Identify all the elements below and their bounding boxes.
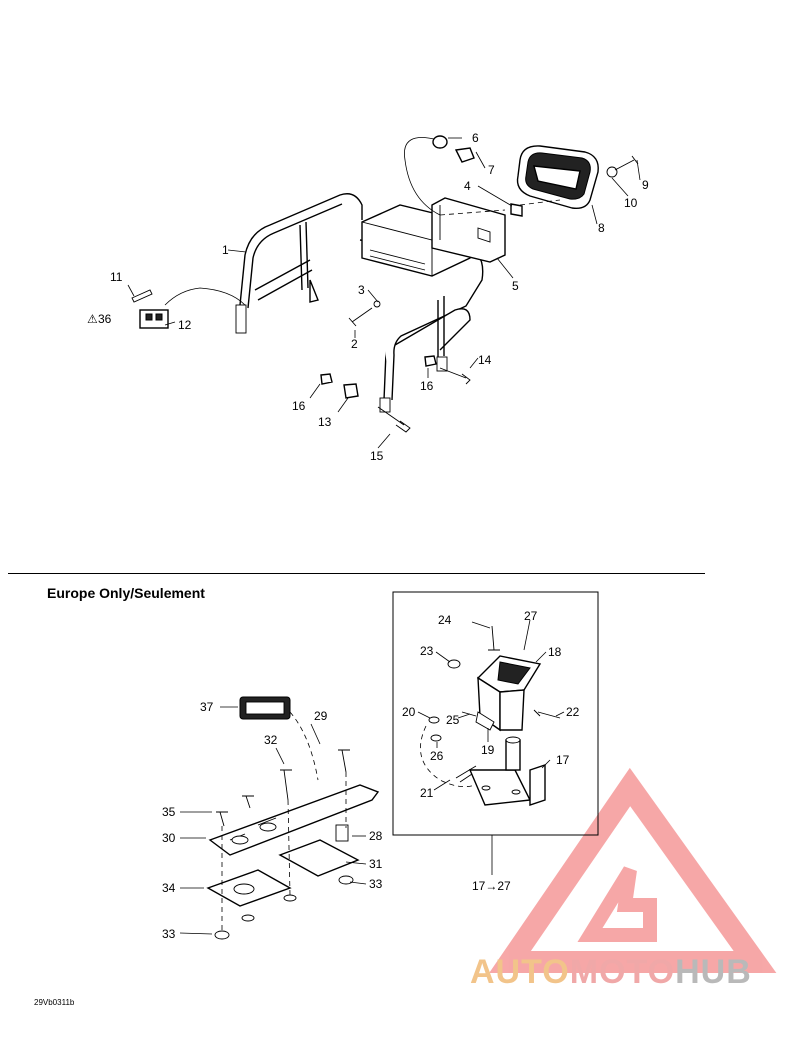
callout-24: 24 (438, 613, 452, 627)
callout-3: 3 (358, 283, 365, 297)
watermark-text-moto: MOTO (569, 953, 676, 991)
callout-17: 17 (556, 753, 570, 767)
callout-13: 13 (318, 415, 332, 429)
callout-33-left: 33 (162, 927, 176, 941)
callout-37: 37 (200, 700, 214, 714)
callout-1: 1 (222, 243, 229, 257)
watermark-logo-triangle (489, 767, 777, 973)
callout-15: 15 (370, 449, 384, 463)
callout-4: 4 (464, 179, 471, 193)
section-divider (8, 573, 705, 574)
callout-34: 34 (162, 881, 176, 895)
callout-36: 36 (98, 312, 112, 326)
callout-27: 27 (524, 609, 538, 623)
watermark-text-auto: AUTO (470, 953, 570, 991)
callout-16-right: 16 (420, 379, 434, 393)
callout-2: 2 (351, 337, 358, 351)
callout-35: 35 (162, 805, 176, 819)
callout-23: 23 (420, 644, 434, 658)
callout-10: 10 (624, 196, 638, 210)
callout-5: 5 (512, 279, 519, 293)
callout-21: 21 (420, 786, 434, 800)
callout-11: 11 (110, 270, 123, 284)
watermark-text-hub: HUB (675, 953, 752, 991)
callout-14: 14 (478, 353, 492, 367)
section-title: Europe Only/Seulement (47, 585, 205, 601)
callout-30: 30 (162, 831, 176, 845)
callout-19: 19 (481, 743, 495, 757)
callout-33-right: 33 (369, 877, 383, 891)
kit-range-label: 17→27 (472, 879, 511, 893)
watermark-logo: AUTOMOTOHUB (470, 953, 800, 993)
callout-16-left: 16 (292, 399, 306, 413)
license-plate-bracket-assembly: 37 29 32 35 30 28 31 33 34 33 (162, 696, 383, 941)
callout-8: 8 (598, 221, 605, 235)
callout-9: 9 (642, 178, 649, 192)
callout-20: 20 (402, 705, 416, 719)
callout-12: 12 (178, 318, 192, 332)
drawing-reference-code: 29Vb0311b (34, 998, 75, 1007)
callout-29: 29 (314, 709, 328, 723)
sensitive-part-mark-icon: ⚠ (87, 312, 98, 326)
rear-rack-assembly: 1 2 3 4 5 6 7 8 9 10 11 12 13 14 15 16 1… (87, 131, 649, 463)
callout-18: 18 (548, 645, 562, 659)
callout-31: 31 (369, 857, 383, 871)
callout-22: 22 (566, 705, 580, 719)
callout-6: 6 (472, 131, 479, 145)
callout-7: 7 (488, 163, 495, 177)
callout-28: 28 (369, 829, 383, 843)
callout-26: 26 (430, 749, 444, 763)
license-light-kit-box: 24 27 18 23 20 25 22 19 26 17 21 17→27 (392, 591, 599, 893)
callout-32: 32 (264, 733, 278, 747)
callout-25: 25 (446, 713, 460, 727)
